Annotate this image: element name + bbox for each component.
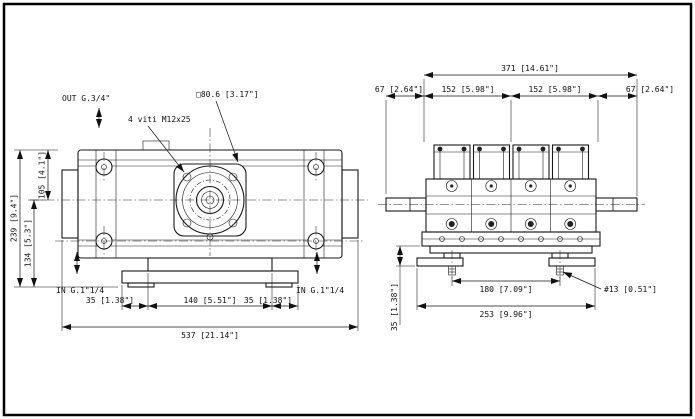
- dim-pitch-right: 152 [5.98"]: [529, 85, 582, 94]
- dim-foot-center: 140 [5.51"]: [184, 296, 237, 305]
- in-port-right-label: IN G.1"1/4: [296, 286, 344, 295]
- feet-side: [416, 252, 596, 276]
- bolts-leader-line: [147, 125, 185, 173]
- flange-bolt-hole: [228, 218, 238, 228]
- side-view: 371 [14.61"] 67 [2.64"] 152 [5.98"] 152 …: [375, 64, 674, 331]
- base-side: [421, 231, 601, 254]
- pump-heads-side: [433, 144, 590, 230]
- dim-offset-right: 67 [2.64"]: [626, 85, 674, 94]
- top-port-boss: [142, 140, 170, 151]
- centerlines-front: [30, 128, 368, 256]
- dim-front-heights: 239 [9.4"] 134 [5.3"] 105 [4.1"]: [10, 149, 118, 288]
- dim-side-bottom: 180 [7.09"] #13 [0.51"] 253 [9.96"] 35 […: [390, 245, 657, 331]
- flange-square-leader: [215, 100, 239, 163]
- dim-base-width: 253 [9.96"]: [480, 310, 533, 319]
- dim-overall-height: 239 [9.4"]: [10, 194, 19, 242]
- dim-foot-right: 35 [1.38"]: [244, 296, 292, 305]
- dim-offset-left: 67 [2.64"]: [375, 85, 423, 94]
- flange-bolt-hole: [228, 172, 238, 182]
- front-view: 239 [9.4"] 134 [5.3"] 105 [4.1"] 35 [1.3…: [10, 90, 368, 340]
- front-port-labels: OUT G.3/4" 4 viti M12x25 □80.6 [3.17"] I…: [56, 90, 344, 295]
- in-port-left-label: IN G.1"1/4: [56, 286, 104, 295]
- dim-side-overall-width: 371 [14.61"]: [501, 64, 559, 73]
- dim-overall-width-front: 537 [21.14"]: [181, 331, 239, 340]
- dim-feet-pitch: 180 [7.09"]: [480, 285, 533, 294]
- flange-square-label: □80.6 [3.17"]: [196, 90, 259, 99]
- mounting-base-front: [121, 257, 299, 288]
- dim-front-bottom: 35 [1.38"] 140 [5.51"] 35 [1.38"] 537 [2…: [61, 240, 359, 340]
- hole-dia-leader: [562, 271, 602, 290]
- flange-bolt-hole: [182, 218, 192, 228]
- out-port-label: OUT G.3/4": [62, 94, 110, 103]
- dim-side-top: 371 [14.61"] 67 [2.64"] 152 [5.98"] 152 …: [375, 64, 674, 196]
- dim-upper-height: 105 [4.1"]: [38, 151, 47, 199]
- dim-hole-dia: #13 [0.51"]: [604, 285, 657, 294]
- dim-foot-height: 35 [1.38"]: [390, 283, 399, 331]
- dim-pitch-left: 152 [5.98"]: [442, 85, 495, 94]
- dim-lower-height: 134 [5.3"]: [24, 219, 33, 267]
- flange-bolt-hole: [182, 172, 192, 182]
- flange-bolts-note: 4 viti M12x25: [128, 115, 191, 124]
- centerlines-side: [378, 204, 645, 278]
- dim-foot-left: 35 [1.38"]: [86, 296, 134, 305]
